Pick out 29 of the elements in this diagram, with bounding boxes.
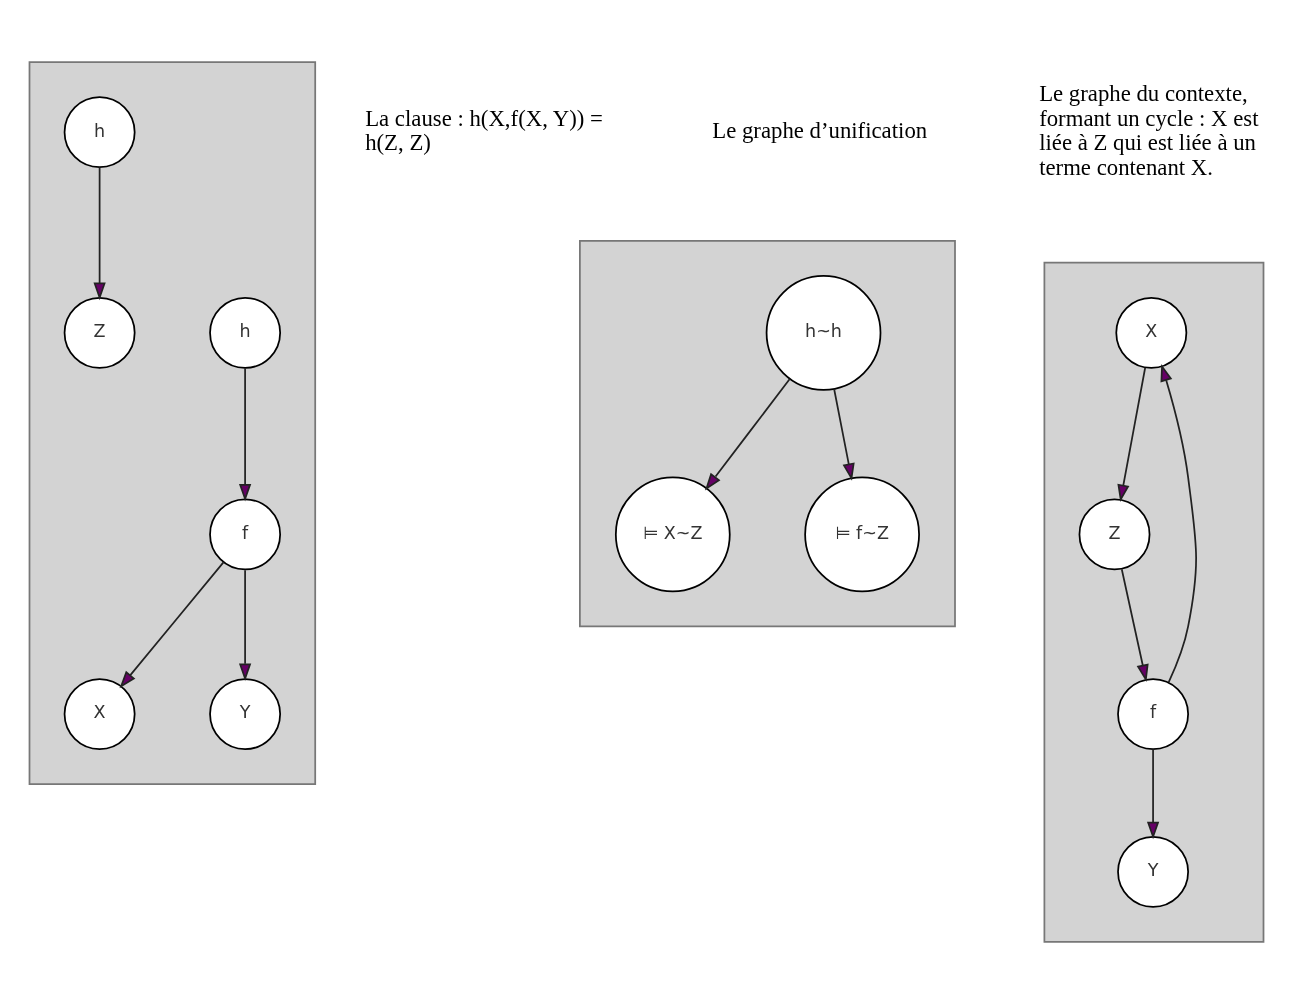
- arrow: [704, 377, 791, 490]
- node-circle: ⊨ X~Z: [614, 476, 731, 592]
- arrow: [238, 568, 252, 681]
- arrow: [833, 387, 855, 481]
- arrow: [93, 165, 106, 300]
- arrow: [1120, 567, 1149, 682]
- arrow: [1160, 363, 1197, 683]
- arrow: [238, 366, 252, 502]
- arrow: [119, 560, 225, 688]
- arrow: [1146, 747, 1160, 839]
- node-circle: Y: [1117, 835, 1189, 908]
- node-circle: f: [209, 498, 282, 570]
- node-circle: h~h: [765, 274, 882, 391]
- node-circle: X: [1115, 296, 1188, 369]
- label: La clause : h(X,f(X, Y)) = h(Z, Z): [365, 105, 603, 155]
- node-circle: X: [63, 677, 136, 750]
- node-circle: ⊨ f~Z: [804, 476, 920, 592]
- node-circle: Y: [209, 677, 282, 750]
- label: Le graphe d’unification: [712, 117, 928, 143]
- node-circle: Z: [63, 296, 136, 369]
- node-circle: h: [209, 296, 282, 369]
- node-circle: h: [63, 95, 136, 168]
- label: Le graphe du contexte, formant un cycle : X est liée à Z qui est liée à un terme contenant X.: [1039, 80, 1259, 180]
- cluster: [579, 239, 956, 627]
- cluster: [28, 60, 317, 785]
- node-circle: f: [1117, 677, 1189, 750]
- arrow: [1117, 366, 1147, 502]
- node-circle: Z: [1078, 498, 1151, 570]
- cluster: [1043, 261, 1265, 943]
